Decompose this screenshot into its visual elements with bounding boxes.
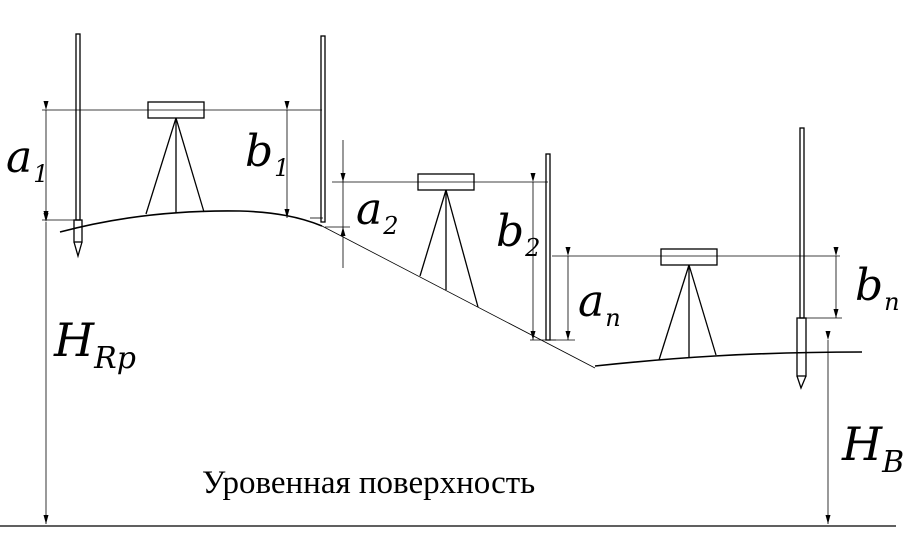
label-a1: a1: [6, 132, 49, 188]
level-instrument-2: [417, 173, 479, 308]
label-bn: bn: [855, 260, 900, 316]
level-instrument-n: [658, 248, 718, 361]
ground-profile-right: [594, 351, 863, 367]
staff-4: [796, 127, 807, 390]
staff-1: [73, 33, 83, 259]
ground-slope: [321, 225, 596, 369]
level-instrument-1: [145, 101, 205, 215]
label-a2: a2: [356, 184, 399, 240]
label-b2: b2: [496, 206, 540, 262]
label-hb: HB: [841, 417, 904, 480]
label-hrp: HRp: [53, 313, 136, 376]
level-surface-caption: Уровенная поверхность: [202, 465, 535, 501]
ground-profile: [59, 210, 323, 233]
label-an: an: [578, 276, 621, 332]
label-b1: b1: [245, 126, 289, 182]
staff-2: [320, 35, 326, 223]
